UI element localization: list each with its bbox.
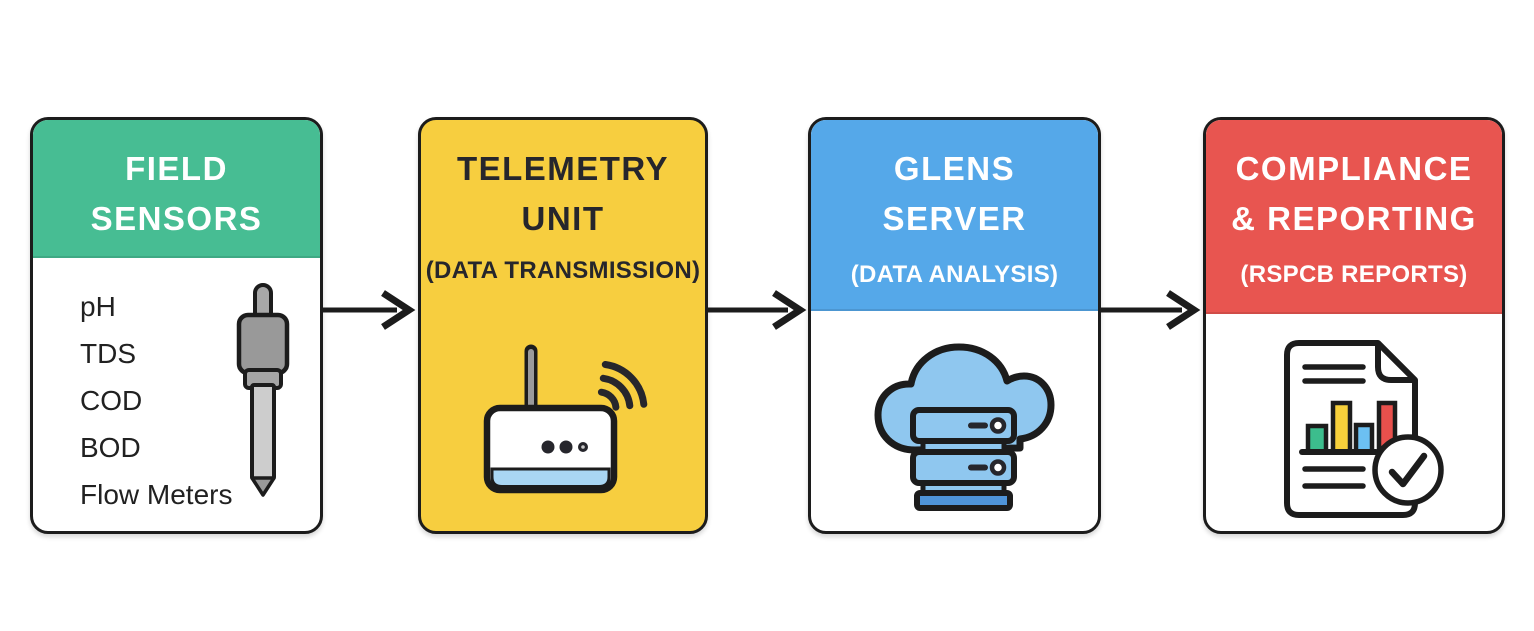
card-title-line: FIELD — [125, 150, 228, 187]
card-title-line: COMPLIANCE — [1235, 150, 1473, 187]
card-title: TELEMETRY UNIT — [421, 120, 705, 244]
card-title: GLENS SERVER — [811, 120, 1098, 244]
flow-arrow-icon — [706, 290, 807, 330]
card-subtitle: (DATA ANALYSIS) — [850, 261, 1059, 288]
card-title-line: GLENS — [893, 150, 1016, 187]
flow-arrow-icon — [1099, 290, 1201, 330]
card-title-line: SENSORS — [90, 200, 263, 237]
card-title-line: SERVER — [882, 200, 1027, 237]
stage-card-field-sensors: FIELD SENSORS pH TDS COD BOD Flow Meters — [30, 117, 323, 534]
card-title-line: UNIT — [521, 200, 605, 237]
card-subtitle: (DATA TRANSMISSION) — [425, 257, 701, 284]
card-title: COMPLIANCE & REPORTING — [1206, 120, 1502, 244]
report-check-icon — [1284, 340, 1444, 518]
sensor-list-item: COD — [80, 385, 143, 416]
card-title-line: TELEMETRY — [456, 150, 670, 187]
card-subtitle: (RSPCB REPORTS) — [1240, 261, 1468, 288]
stage-card-compliance-reporting: COMPLIANCE & REPORTING (RSPCB REPORTS) — [1203, 117, 1505, 534]
glens-server-header: GLENS SERVER (DATA ANALYSIS) — [811, 120, 1098, 311]
sensor-probe-icon — [236, 283, 290, 497]
cloud-server-icon — [874, 343, 1055, 511]
stage-card-telemetry-unit: TELEMETRY UNIT (DATA TRANSMISSION) — [418, 117, 708, 534]
card-title: FIELD SENSORS — [33, 120, 320, 244]
sensor-list-item: pH — [80, 291, 116, 322]
wireless-router-icon — [483, 344, 648, 494]
stage-card-glens-server: GLENS SERVER (DATA ANALYSIS) — [808, 117, 1101, 534]
sensor-list-item: TDS — [80, 338, 136, 369]
sensor-list-item: BOD — [80, 432, 141, 463]
sensor-list-item: Flow Meters — [80, 479, 233, 510]
compliance-reporting-header: COMPLIANCE & REPORTING (RSPCB REPORTS) — [1206, 120, 1502, 314]
flow-arrow-icon — [321, 290, 416, 330]
telemetry-unit-header: TELEMETRY UNIT (DATA TRANSMISSION) — [421, 120, 705, 531]
card-title-line: & REPORTING — [1231, 200, 1477, 237]
field-sensors-header: FIELD SENSORS — [33, 120, 320, 258]
sensor-list: pH TDS COD BOD Flow Meters — [80, 283, 232, 518]
